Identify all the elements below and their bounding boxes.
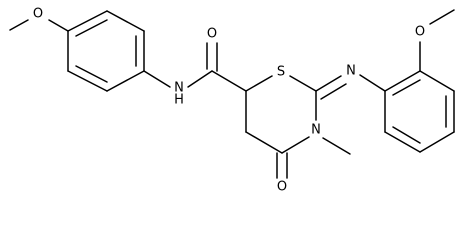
- bond-c6-s: [245, 75, 273, 92]
- bond-right-ring-4: [419, 131, 455, 153]
- bond-right-ring-inner-1: [392, 79, 421, 96]
- bond-left-ring-inner-1: [75, 19, 108, 37]
- bond-right-ring-5: [384, 131, 421, 153]
- bond-lines: [9, 9, 455, 179]
- bond-c2-n-imine-1: [315, 75, 342, 92]
- bond-left-ring-1: [67, 10, 108, 32]
- atom-n-amide: N: [174, 81, 184, 96]
- bond-left-ring-5: [67, 70, 108, 92]
- bond-methyl-left: [9, 19, 29, 31]
- bond-ring-to-nh: [143, 70, 171, 88]
- atom-o-amide: O: [207, 27, 217, 42]
- bond-right-ring-2: [419, 70, 455, 92]
- bond-right-ring-inner-3: [392, 126, 421, 144]
- bond-s-c2: [289, 75, 317, 92]
- bond-right-ring-1: [384, 70, 421, 92]
- bond-left-ring-4: [106, 70, 145, 92]
- molecule-canvas: O O N H S N N O O: [9, 6, 455, 195]
- atom-labels: O O N H S N N O O: [33, 7, 425, 195]
- bond-n-imine-aryl: [359, 74, 386, 92]
- atom-n-imine: N: [346, 64, 356, 79]
- molecule-svg: O O N H S N N O O: [9, 7, 455, 195]
- bond-c2-n-imine-2: [320, 83, 347, 100]
- atom-h-amide: H: [174, 93, 184, 108]
- bond-carbonyl-to-ring: [211, 70, 247, 92]
- bond-nh-to-carbonyl: [187, 70, 213, 88]
- atom-s-ring: S: [277, 65, 285, 80]
- bond-o-left-ring: [48, 19, 69, 32]
- bond-c4-c5: [245, 131, 283, 154]
- bond-n3-c4: [281, 136, 310, 154]
- atom-o-methoxy-left: O: [33, 7, 43, 22]
- atom-o-methoxy-right: O: [415, 25, 425, 40]
- bond-left-ring-inner-3: [75, 65, 108, 83]
- atom-o-keto: O: [277, 180, 287, 195]
- atom-n-ring: N: [311, 123, 321, 138]
- bond-right-o-methyl: [429, 9, 455, 25]
- bond-n3-methyl: [322, 137, 351, 155]
- bond-left-ring-2: [106, 10, 145, 32]
